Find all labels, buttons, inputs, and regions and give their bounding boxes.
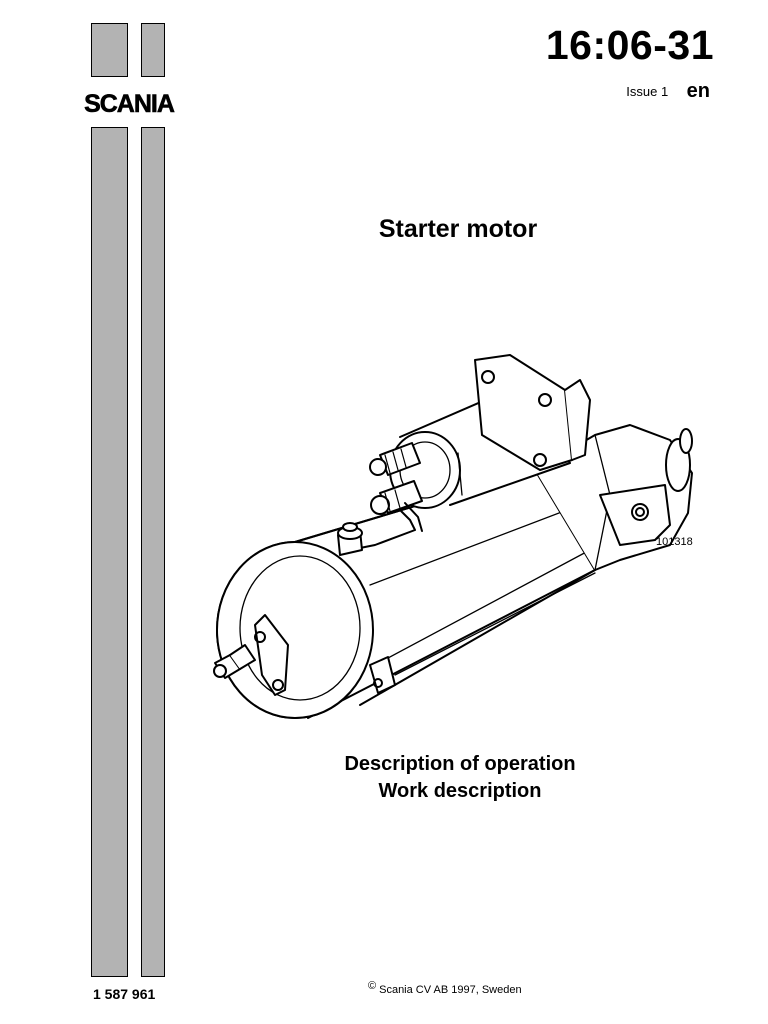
decorative-bar-left-long [91,127,128,977]
logo-wordmark: SCANIA [84,90,175,118]
subtitle-work-description: Work description [378,780,542,802]
copyright-text: Scania CV AB 1997, Sweden [379,984,522,996]
scania-logo: SCANIA [60,80,198,124]
subtitle-description-of-operation: Description of operation [344,753,576,775]
decorative-bar-left-top [91,23,128,77]
decorative-bar-right-top [141,23,165,77]
starter-motor-illustration [200,345,710,725]
figure-number: 101318 [656,536,693,548]
language-code: en [686,80,710,102]
decorative-bar-right-long [141,127,165,977]
copyright-notice: ©Scania CV AB 1997, Sweden [368,980,522,996]
issue-label: Issue 1 [626,84,669,99]
document-number: 16:06-31 [545,22,714,68]
issue-line: Issue 1 en [626,80,710,103]
part-number: 1 587 961 [93,986,156,1002]
document-title: Starter motor [378,215,538,243]
copyright-symbol: © [368,980,377,992]
